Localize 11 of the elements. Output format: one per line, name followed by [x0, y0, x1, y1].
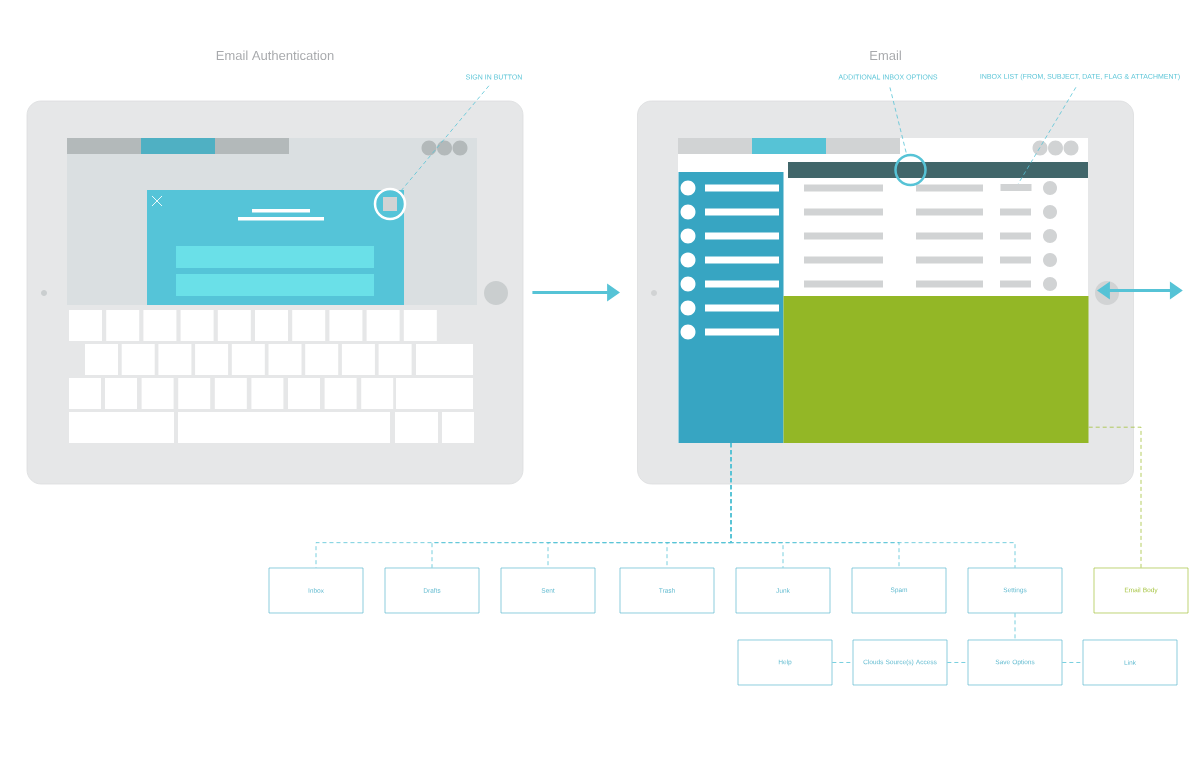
- content-panel: [783, 296, 1089, 443]
- heading: Email Authentication: [216, 50, 334, 61]
- highlight-circle: [894, 153, 927, 187]
- leader-line: [400, 85, 490, 192]
- highlight-circle: [373, 187, 407, 221]
- connector-line: [1088, 426, 1142, 569]
- connector-line: [730, 442, 1016, 569]
- heading: Email: [870, 50, 901, 61]
- connector-line: [1014, 612, 1016, 641]
- leader-line: [889, 87, 907, 155]
- placeholder-bar: [1000, 184, 1032, 191]
